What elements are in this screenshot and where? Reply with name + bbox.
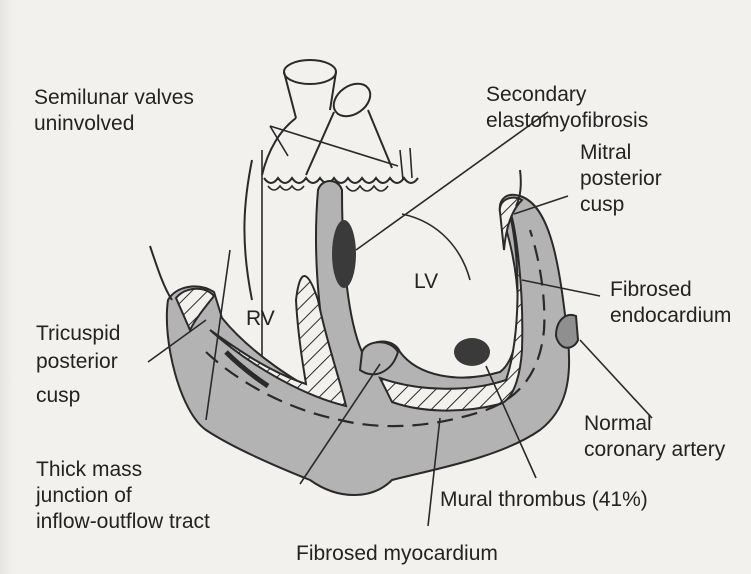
label-tricuspid: Tricuspid posterior cusp bbox=[36, 322, 126, 407]
label-lv: LV bbox=[414, 270, 438, 293]
label-fibrosed-endocardium: Fibrosed endocardium bbox=[610, 278, 731, 327]
tricuspid-chord bbox=[150, 246, 172, 300]
label-semilunar: Semilunar valves uninvolved bbox=[34, 86, 200, 135]
label-secondary: Secondary elastomyofibrosis bbox=[486, 83, 648, 132]
secondary-elastomyofibrosis-thrombus bbox=[332, 220, 356, 288]
label-mural-thrombus: Mural thrombus (41%) bbox=[440, 488, 648, 511]
myocardium-wall bbox=[167, 181, 569, 495]
label-normal-coronary: Normal coronary artery bbox=[584, 412, 726, 461]
label-fibrosed-myocardium: Fibrosed myocardium bbox=[296, 542, 498, 565]
label-thick-mass: Thick mass junction of inflow-outflow tr… bbox=[35, 458, 210, 533]
label-rv: RV bbox=[246, 307, 275, 330]
label-mitral: Mitral posterior cusp bbox=[580, 141, 668, 216]
mural-thrombus bbox=[454, 338, 490, 366]
